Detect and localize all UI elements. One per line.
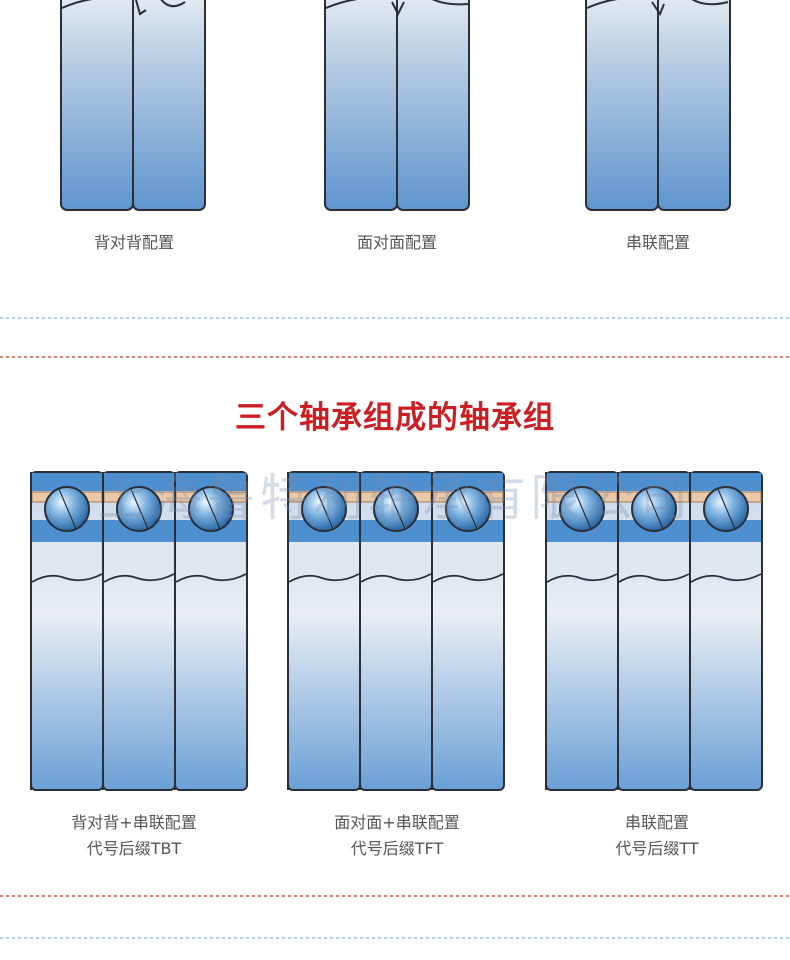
- bearing: [287, 471, 361, 791]
- bearing: [174, 471, 248, 791]
- bearing: [545, 471, 619, 791]
- pair-label-2: 面对面配置: [356, 233, 437, 252]
- bearing: [617, 471, 691, 791]
- bearing: [431, 471, 505, 791]
- triple-config-suffix-1: 代号后缀TBT: [86, 839, 182, 858]
- triple-label-1: 背对背+串联配置 代号后缀TBT: [4, 810, 264, 862]
- section-title: 三个轴承组成的轴承组: [235, 400, 555, 436]
- triple-config-suffix-3: 代号后缀TT: [615, 839, 699, 858]
- triple-config-name-3: 串联配置: [624, 813, 689, 832]
- pair-group-2: [324, 0, 470, 211]
- triple-config-name-2: 面对面+串联配置: [334, 813, 460, 832]
- triple-config-name-1: 背对背+串联配置: [71, 813, 197, 832]
- pair-label-1: 背对背配置: [93, 233, 174, 252]
- triple-set-2: [287, 471, 505, 791]
- triple-sets: [30, 471, 763, 791]
- pair-group-3: [585, 0, 731, 211]
- triple-set-3: [545, 471, 763, 791]
- triple-set-1: [30, 471, 248, 791]
- bearing: [102, 471, 176, 791]
- bearing: [359, 471, 433, 791]
- pair-label-3: 串联配置: [625, 233, 690, 252]
- triple-config-suffix-2: 代号后缀TFT: [350, 839, 444, 858]
- pair-group-1: [60, 0, 206, 211]
- triple-label-2: 面对面+串联配置 代号后缀TFT: [267, 810, 527, 862]
- bearing: [30, 471, 104, 791]
- bearing: [689, 471, 763, 791]
- triple-label-3: 串联配置 代号后缀TT: [527, 810, 787, 862]
